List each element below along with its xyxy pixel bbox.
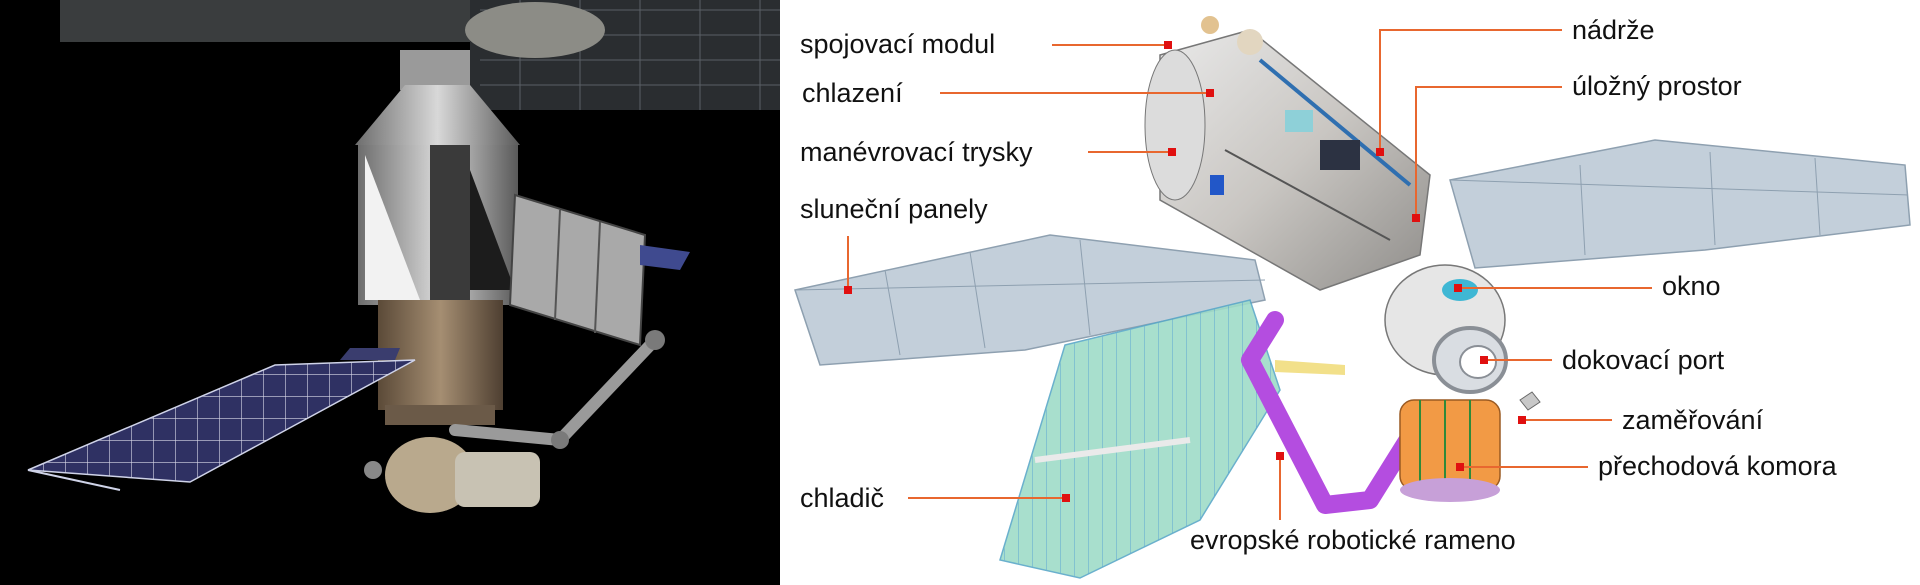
module-technical-illustration xyxy=(780,0,1920,585)
label-evropske-roboticke-rameno: evropské robotické rameno xyxy=(1190,525,1516,555)
docking-collar xyxy=(400,50,470,90)
label-ulozny-prostor: úložný prostor xyxy=(1572,71,1742,101)
label-nadrze: nádrže xyxy=(1572,15,1655,45)
right-solar-panel xyxy=(1449,139,1911,269)
grey-solar-panel xyxy=(508,193,647,347)
targeting-sensor xyxy=(1519,391,1541,411)
radiator-panel xyxy=(999,299,1281,579)
blue-solar-array xyxy=(27,359,416,483)
module-render-illustration xyxy=(27,0,780,513)
label-chlazeni: chlazení xyxy=(802,78,903,108)
airlock-unit xyxy=(385,437,475,513)
module-lower-body xyxy=(378,300,503,410)
european-robotic-arm xyxy=(1241,311,1429,514)
label-prechodova-komora: přechodová komora xyxy=(1598,451,1837,481)
label-spojovaci-modul: spojovací modul xyxy=(800,29,996,59)
label-slunecni-panely: sluneční panely xyxy=(800,194,988,224)
module-cone xyxy=(355,85,520,145)
label-okno: okno xyxy=(1662,271,1721,301)
technical-illustration-svg xyxy=(794,16,1911,579)
label-chladic: chladič xyxy=(800,483,885,513)
module-render-view xyxy=(0,0,780,585)
label-manevrovaci-trysky: manévrovací trysky xyxy=(800,137,1033,167)
left-solar-panel xyxy=(794,234,1266,366)
label-zamerovani: zaměřování xyxy=(1622,405,1764,435)
label-dokovaci-port: dokovací port xyxy=(1562,345,1725,375)
